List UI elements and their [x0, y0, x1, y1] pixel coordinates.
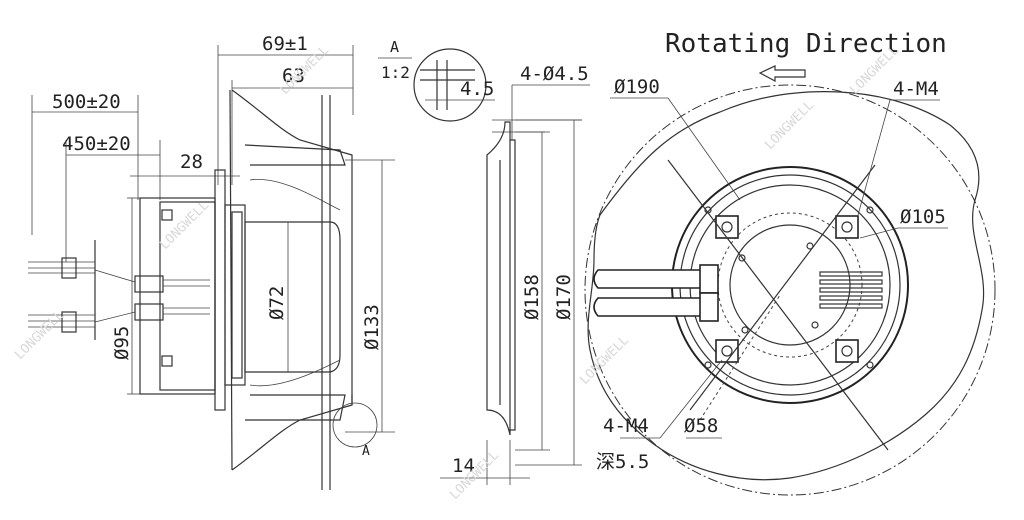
offset-28-label: 28	[180, 151, 203, 173]
m4-bottom-label: 4-M4	[603, 415, 649, 437]
diameter-72-label: Ø72	[266, 286, 288, 320]
watermark-text: LONGWELL	[12, 308, 67, 363]
detail-a-circle	[332, 402, 378, 448]
left-arrow-icon	[758, 65, 806, 82]
m4-top-label: 4-M4	[893, 78, 939, 100]
detail-a-label: A	[390, 38, 399, 56]
diameter-170-label: Ø170	[553, 274, 575, 320]
detail-a: A 1:2 4.5	[378, 38, 495, 122]
watermark-text: LONGWELL	[157, 198, 212, 253]
diameter-58-label: Ø58	[684, 415, 718, 437]
watermark: LONGWELL LONGWELL LONGWELL LONGWELL LONG…	[12, 43, 902, 503]
cable-length-inner-label: 450±20	[62, 133, 131, 155]
diameter-190-label: Ø190	[614, 76, 660, 98]
watermark-text: LONGWELL	[577, 333, 632, 388]
front-view: Rotating Direction	[584, 29, 996, 496]
rotation-title: Rotating Direction	[665, 29, 947, 59]
cable-glands	[593, 264, 719, 322]
detail-a-dim: 4.5	[460, 78, 494, 100]
screw-top-right	[835, 215, 859, 239]
screw-bottom-left	[715, 339, 739, 363]
diameter-105-label: Ø105	[900, 206, 946, 228]
watermark-text: LONGWELL	[762, 98, 817, 153]
thickness-label: 14	[452, 455, 475, 477]
detail-a-marker: A	[362, 444, 370, 459]
diameter-95-label: Ø95	[111, 326, 133, 360]
width-63-label: 63	[282, 65, 305, 87]
side-view: 500±20 450±20 28 69±1 63	[28, 33, 395, 490]
rotor-body	[244, 221, 341, 373]
detail-a-scale: 1:2	[381, 63, 410, 82]
screw-bottom-right	[835, 339, 859, 363]
heat-sink	[819, 271, 883, 309]
impeller-outline	[587, 91, 985, 481]
diameter-158-label: Ø158	[521, 274, 543, 320]
holes-label: 4-Ø4.5	[520, 63, 589, 85]
wire-leads	[28, 240, 210, 340]
depth-label: 深5.5	[596, 451, 649, 473]
cable-length-outer-label: 500±20	[52, 91, 121, 113]
width-total-label: 69±1	[262, 33, 308, 55]
section-view: 4-Ø4.5 Ø158 Ø170 14	[440, 63, 590, 485]
diameter-133-label: Ø133	[361, 304, 383, 350]
